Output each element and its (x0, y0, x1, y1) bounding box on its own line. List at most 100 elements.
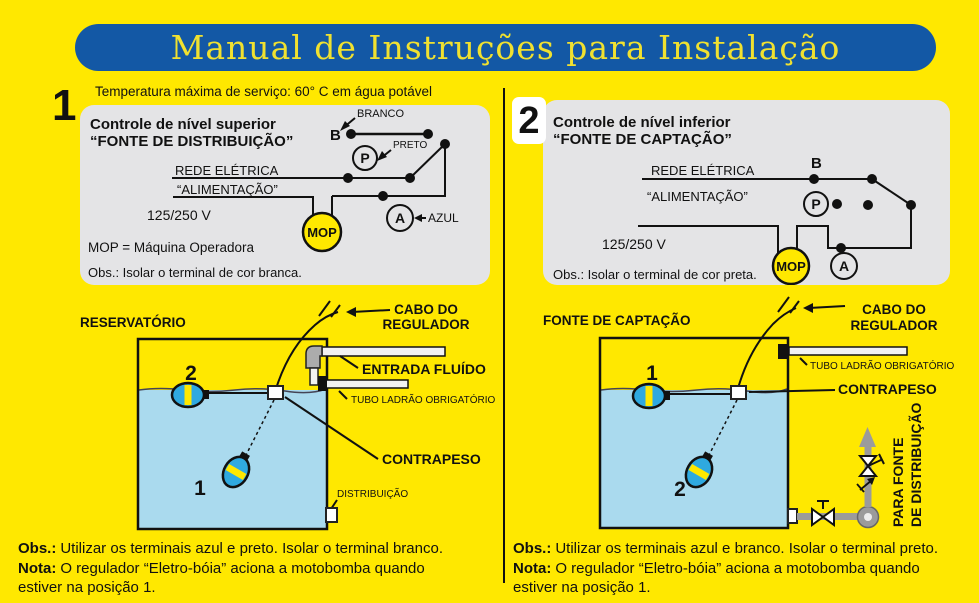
float-nub (702, 451, 713, 462)
water-surface-line (138, 387, 327, 394)
junction-dots (809, 174, 916, 253)
temperature-note: Temperatura máxima de serviço: 60° C em … (95, 84, 433, 99)
column-divider (503, 88, 505, 583)
terminal-a-circle (830, 252, 858, 280)
mop-label: MOP (307, 225, 337, 240)
riser-valve (857, 453, 885, 477)
obs-text: Utilizar os terminais azul e preto. Isol… (60, 540, 443, 557)
voltage-label: 125/250 V (602, 236, 666, 252)
tank-outlet (787, 508, 798, 524)
terminal-p-letter: P (360, 150, 369, 166)
float-bottom (221, 451, 251, 489)
circuit-diagram-upper: Controle de nível superior “FONTE DE DIS… (88, 108, 459, 280)
contrapeso-label: CONTRAPESO (382, 451, 481, 467)
nota-text-2: estiver na posição 1. (513, 579, 651, 596)
page-title: Manual de Instruções para Instalação (170, 28, 841, 67)
nota-label: Nota: (513, 559, 552, 577)
flow-arrow-up (859, 427, 876, 447)
panel2-obs: Obs.: Isolar o terminal de cor preta. (553, 267, 757, 282)
note-right-nota: Nota:O regulador “Eletro-bóia” aciona a … (513, 559, 975, 579)
inlet-drop-pipe (309, 367, 319, 386)
entrada-leader (339, 355, 359, 369)
regulator-cable (736, 307, 797, 393)
cable-break-ticks (318, 300, 341, 318)
preto-label: PRETO (393, 140, 427, 151)
contrapeso-label: CONTRAPESO (838, 381, 937, 397)
terminal-p-letter: P (811, 196, 820, 212)
contrapeso-leader (748, 389, 836, 393)
terminal-b-letter: B (811, 155, 822, 172)
terminal-a-letter: A (395, 210, 405, 226)
terminal-p-circle (803, 191, 829, 217)
obs-text: Utilizar os terminais azul e branco. Iso… (555, 540, 938, 557)
panel1-heading1: Controle de nível superior (90, 116, 276, 133)
preto-arrow (377, 149, 392, 161)
panel2-heading1: Controle de nível inferior (553, 114, 731, 131)
circuit-wires (172, 132, 446, 215)
tank-outline (136, 337, 329, 531)
panel1-heading2: “FONTE DE DISTRIBUIÇÃO” (90, 132, 293, 150)
float-nub (203, 390, 209, 399)
distribution-outlet (325, 507, 338, 523)
overflow-pipe (788, 346, 908, 356)
float-top-number: 2 (185, 362, 197, 385)
nota-text-2: estiver na posição 1. (18, 579, 156, 596)
rede-eletrica-label: REDE ELÉTRICA (651, 163, 755, 178)
tubo-leader (799, 357, 808, 366)
step-2-marker: 2 (512, 97, 546, 144)
nota-text: O regulador “Eletro-bóia” aciona a motob… (555, 559, 920, 577)
terminal-a-letter: A (839, 258, 849, 274)
mop-circle (301, 211, 343, 253)
tubo-leader (338, 390, 348, 400)
circuit-panel-upper: Controle de nível superior “FONTE DE DIS… (80, 105, 490, 285)
float-bottom (684, 451, 714, 489)
panel2-heading2: “FONTE DE CAPTAÇÃO” (553, 130, 732, 148)
cabo-label-1: CABO DO (394, 302, 458, 317)
mop-circle (771, 246, 811, 285)
mop-legend: MOP = Máquina Operadora (88, 240, 254, 255)
para-fonte-label: PARA FONTE DE DISTRIBUIÇÃO (890, 402, 924, 527)
alimentacao-label: “ALIMENTAÇÃO” (177, 182, 278, 197)
azul-arrow (414, 214, 426, 222)
distribuicao-label: DISTRIBUIÇÃO (337, 487, 408, 500)
overflow-pipe-flange (778, 344, 788, 359)
regulator-cable (274, 311, 339, 393)
counterweight-square (267, 385, 284, 400)
branco-arrow (340, 117, 356, 131)
note-right-obs: Obs.:Utilizar os terminais azul e branco… (513, 539, 975, 559)
para-fonte-line2: DE DISTRIBUIÇÃO (907, 402, 924, 527)
cabo-label-2: REGULADOR (383, 317, 470, 332)
cabo-label-2: REGULADOR (851, 318, 938, 333)
step-2-number: 2 (518, 99, 540, 142)
capture-source-diagram: FONTE DE CAPTAÇÃO CABO DO REGULADOR TUBO… (543, 296, 954, 530)
float-stripe (688, 463, 710, 481)
entrada-label: ENTRADA FLUÍDO (362, 361, 486, 377)
reservoir-diagram: RESERVATÓRIO CABO DO REGULADOR ENTRADA F… (80, 300, 495, 531)
note-left-obs: Obs.:Utilizar os terminais azul e preto.… (18, 539, 496, 559)
tank1-title: RESERVATÓRIO (80, 315, 186, 330)
float-nub (664, 391, 670, 400)
check-valve-symbol (856, 477, 875, 493)
float-stripe (225, 463, 247, 481)
inlet-pipe (321, 346, 446, 357)
nota-label: Nota: (18, 559, 57, 577)
float-top (631, 382, 670, 410)
azul-label: AZUL (428, 211, 459, 225)
tubo-label: TUBO LADRÃO OBRIGATÓRIO (351, 393, 495, 406)
rede-eletrica-label: REDE ELÉTRICA (175, 163, 279, 178)
obs-label: Obs.: (513, 540, 552, 557)
overflow-pipe (322, 379, 409, 389)
terminal-b-letter: B (330, 127, 341, 144)
inlet-elbow (305, 345, 323, 369)
cabo-label-1: CABO DO (862, 302, 926, 317)
junction-dots (343, 129, 450, 201)
note-right: Obs.:Utilizar os terminais azul e branco… (513, 539, 975, 598)
counterweight-square (730, 385, 747, 400)
overflow-pipe-flange (318, 376, 327, 391)
note-left-nota: Nota:O regulador “Eletro-bóia” aciona a … (18, 559, 496, 579)
title-banner: Manual de Instruções para Instalação (75, 24, 936, 71)
contrapeso-leader (284, 396, 379, 460)
float-bottom-number: 2 (674, 478, 686, 501)
circuit-panel-lower: Controle de nível inferior “FONTE DE CAP… (543, 100, 950, 285)
